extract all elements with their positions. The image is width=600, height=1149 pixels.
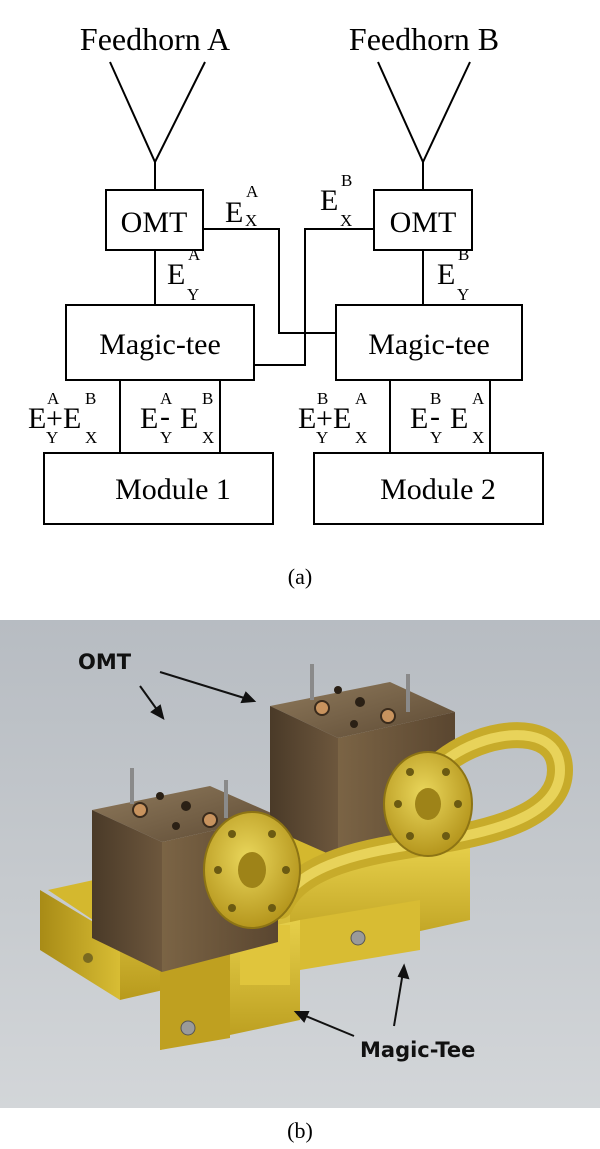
svg-text:X: X bbox=[340, 211, 352, 230]
signal-ey-b: E B Y bbox=[437, 245, 469, 304]
ex-a-path bbox=[203, 228, 336, 334]
signal-ex-a: E A X bbox=[225, 182, 259, 230]
svg-text:E: E bbox=[140, 402, 158, 435]
magic-tee-a-box bbox=[65, 304, 255, 381]
svg-text:E: E bbox=[225, 196, 243, 229]
magic-tee-b-label: Magic-tee bbox=[368, 328, 490, 361]
caption-a: (a) bbox=[287, 564, 313, 589]
svg-text:-: - bbox=[160, 400, 170, 433]
feedhorn-a-icon bbox=[109, 61, 206, 165]
waveguide-loop bbox=[267, 722, 574, 919]
svg-text:+: + bbox=[46, 402, 63, 435]
signal-m2-sum: E B Y + E A X bbox=[298, 389, 368, 447]
feedhorn-b-label: Feedhorn B bbox=[349, 21, 499, 57]
svg-text:X: X bbox=[355, 428, 367, 447]
flange-right bbox=[383, 751, 473, 857]
svg-text:Y: Y bbox=[430, 428, 442, 447]
svg-text:A: A bbox=[188, 245, 201, 264]
signal-ex-b: E B X bbox=[320, 171, 352, 230]
svg-text:Y: Y bbox=[46, 428, 58, 447]
module-1-label: Module 1 bbox=[115, 473, 231, 506]
svg-text:B: B bbox=[458, 245, 469, 264]
signal-m2-diff: E B Y - E A X bbox=[410, 389, 485, 447]
omt-photo-label: OMT bbox=[78, 650, 132, 674]
svg-text:E: E bbox=[28, 402, 46, 435]
svg-text:X: X bbox=[245, 211, 257, 230]
omt-a-label: OMT bbox=[121, 206, 188, 239]
svg-text:E: E bbox=[320, 184, 338, 217]
signal-m1-diff: E A Y - E B X bbox=[140, 389, 214, 447]
signal-ey-a: E A Y bbox=[167, 245, 201, 304]
svg-text:Y: Y bbox=[316, 428, 328, 447]
magic-tee-b-box bbox=[335, 304, 523, 381]
svg-text:E: E bbox=[333, 402, 351, 435]
svg-text:A: A bbox=[472, 389, 485, 408]
feedhorn-a-label: Feedhorn A bbox=[80, 21, 230, 57]
magic-tee-photo-label: Magic-Tee bbox=[360, 1038, 475, 1062]
module-2-box bbox=[313, 452, 544, 525]
svg-text:A: A bbox=[246, 182, 259, 201]
svg-text:E: E bbox=[410, 402, 428, 435]
svg-text:E: E bbox=[298, 402, 316, 435]
svg-text:E: E bbox=[437, 258, 455, 291]
svg-text:E: E bbox=[167, 258, 185, 291]
svg-text:Y: Y bbox=[457, 285, 469, 304]
svg-text:E: E bbox=[63, 402, 81, 435]
caption-b: (b) bbox=[287, 1118, 313, 1143]
svg-text:E: E bbox=[180, 402, 198, 435]
svg-text:B: B bbox=[317, 389, 328, 408]
feedhorn-b-icon bbox=[377, 61, 471, 165]
omt-b-label: OMT bbox=[390, 206, 457, 239]
svg-text:B: B bbox=[341, 171, 352, 190]
svg-text:X: X bbox=[85, 428, 97, 447]
module-1-box bbox=[43, 452, 274, 525]
signal-m1-sum: E A Y + E B X bbox=[28, 389, 97, 447]
ex-b-path bbox=[254, 228, 374, 366]
flange-left bbox=[203, 811, 301, 929]
svg-text:E: E bbox=[450, 402, 468, 435]
svg-text:X: X bbox=[202, 428, 214, 447]
svg-text:Y: Y bbox=[160, 428, 172, 447]
svg-text:-: - bbox=[430, 400, 440, 433]
svg-text:B: B bbox=[430, 389, 441, 408]
svg-text:A: A bbox=[160, 389, 173, 408]
svg-text:Y: Y bbox=[187, 285, 199, 304]
hardware-photo: OMT Magic-Tee bbox=[0, 620, 600, 1108]
annotation-arrows bbox=[139, 671, 410, 1037]
svg-text:+: + bbox=[316, 402, 333, 435]
svg-text:A: A bbox=[47, 389, 60, 408]
svg-text:X: X bbox=[472, 428, 484, 447]
magic-tee-a-label: Magic-tee bbox=[99, 328, 221, 361]
svg-text:B: B bbox=[202, 389, 213, 408]
module-2-label: Module 2 bbox=[380, 473, 496, 506]
block-diagram: Feedhorn A Feedhorn B OMT OMT Magic-tee … bbox=[28, 21, 544, 525]
svg-text:B: B bbox=[85, 389, 96, 408]
svg-text:A: A bbox=[355, 389, 368, 408]
